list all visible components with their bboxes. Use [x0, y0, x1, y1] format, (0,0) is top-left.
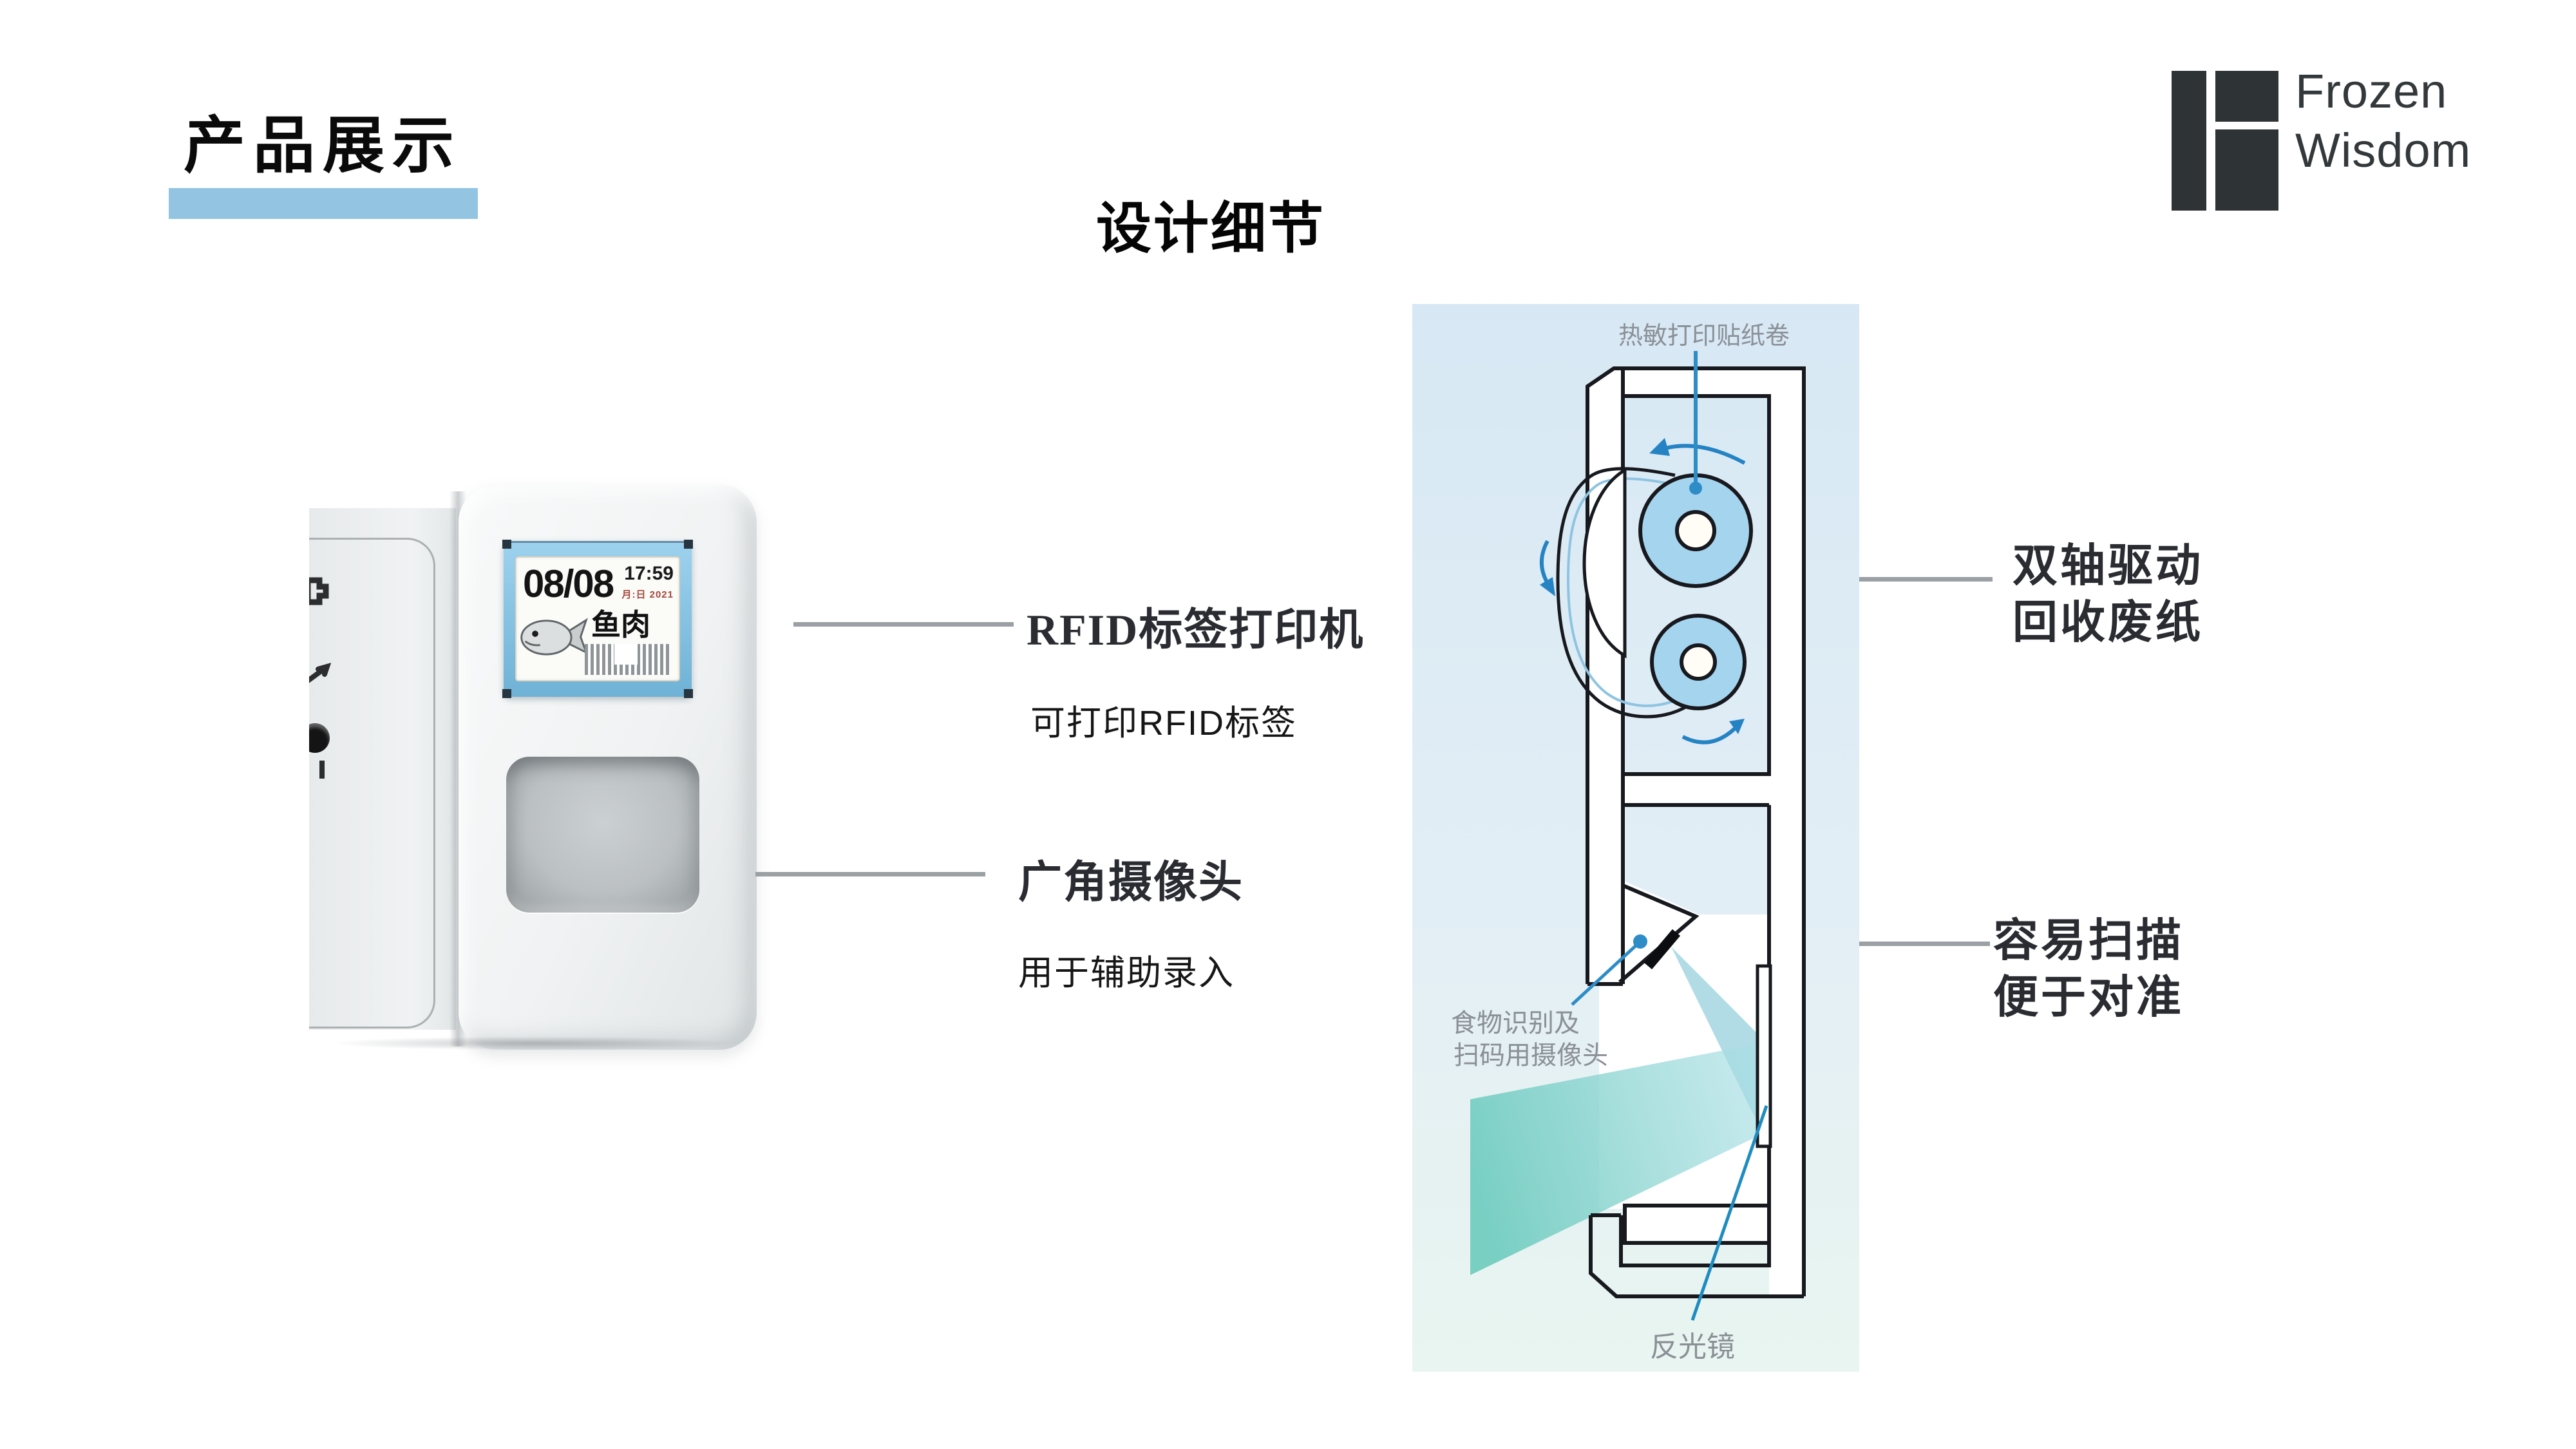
label-date: 08/08	[523, 562, 614, 605]
print-head-lens	[1582, 467, 1627, 659]
logo-mark-block-bottom	[2215, 129, 2278, 211]
feature-dual-axis-line2: 回收废纸	[2012, 598, 2203, 648]
feature-easy-scan: 容易扫描 便于对准	[1950, 913, 2227, 1027]
connector-line-camera	[755, 872, 985, 876]
scan-camera-pointer-line	[1571, 940, 1642, 1006]
mirror	[1756, 964, 1772, 1148]
feature-dual-axis: 双轴驱动 回收废纸	[1969, 538, 2246, 652]
printed-label: 08/08 17:59 月:日 2021 鱼肉	[516, 558, 679, 680]
title-accent-bar	[169, 188, 478, 219]
label-mirror: 反光镜	[1650, 1331, 1735, 1363]
product-photo: 08/08 17:59 月:日 2021 鱼肉	[309, 485, 757, 1052]
gear-icon	[309, 577, 329, 605]
page-title: 产品展示	[184, 111, 462, 180]
side-panel-inset-line	[309, 538, 435, 1028]
label-scan-camera-line2: 扫码用摄像头	[1454, 1041, 1608, 1070]
logo-text: Frozen Wisdom	[2295, 62, 2471, 180]
wrench-icon	[309, 663, 332, 683]
corner-pin-icon	[502, 540, 511, 549]
logo-text-line2: Wisdom	[2295, 124, 2472, 177]
label-tape-path-inner	[1566, 477, 1683, 707]
logo-mark-block-top	[2215, 71, 2278, 122]
feature-title-wide-camera: 广角摄像头	[1018, 858, 1244, 907]
floor-shelf	[1623, 1204, 1771, 1245]
printer-cross-section-diagram: 热敏打印贴纸卷 食物识别及 扫码用摄像头 反光镜	[1412, 304, 1859, 1372]
feature-title-rfid-printer: RFID标签打印机	[1027, 605, 1365, 654]
connector-line-rfid	[793, 622, 1014, 627]
rotation-arrowheads	[1540, 438, 1745, 734]
brand-logo: Frozen Wisdom	[2169, 62, 2530, 216]
corner-pin-icon	[684, 689, 693, 698]
mirror-pointer-line	[1690, 1105, 1768, 1321]
wide-angle-camera-window	[506, 757, 699, 913]
label-item-name: 鱼肉	[591, 601, 650, 647]
slot-mark-icon	[319, 761, 325, 779]
scan-camera	[1643, 929, 1681, 970]
barcode-notch	[614, 644, 638, 665]
label-thermal-roll: 热敏打印贴纸卷	[1618, 323, 1790, 350]
barcode	[585, 644, 670, 675]
rfid-label-printer-display: 08/08 17:59 月:日 2021 鱼肉	[502, 540, 693, 698]
label-date-note: 月:日 2021	[621, 589, 674, 600]
corner-pin-icon	[502, 689, 511, 698]
corner-pin-icon	[684, 540, 693, 549]
feature-subtitle-rfid-printer: 可打印RFID标签	[1030, 704, 1297, 743]
reflected-scan-beam	[1470, 1043, 1763, 1275]
device-shadow	[328, 1036, 741, 1050]
waste-roll-bottom	[1650, 614, 1747, 710]
feature-subtitle-wide-camera: 用于辅助录入	[1018, 954, 1235, 992]
device-side-panel	[309, 508, 456, 1030]
fish-icon	[520, 618, 588, 656]
logo-mark-bar	[2172, 71, 2206, 211]
feature-easy-scan-line2: 便于对准	[1993, 973, 2184, 1023]
label-scan-camera-line1: 食物识别及	[1451, 1009, 1580, 1037]
feature-dual-axis-line1: 双轴驱动	[2012, 542, 2203, 591]
connector-line-dual-axis	[1766, 577, 1993, 582]
logo-text-line1: Frozen	[2295, 64, 2448, 118]
top-roll-pointer-dot	[1689, 482, 1702, 495]
label-tape-path-outer	[1556, 467, 1689, 719]
label-time: 17:59	[624, 563, 674, 584]
feature-easy-scan-line1: 容易扫描	[1993, 916, 2184, 966]
section-title: 设计细节	[1096, 198, 1325, 260]
